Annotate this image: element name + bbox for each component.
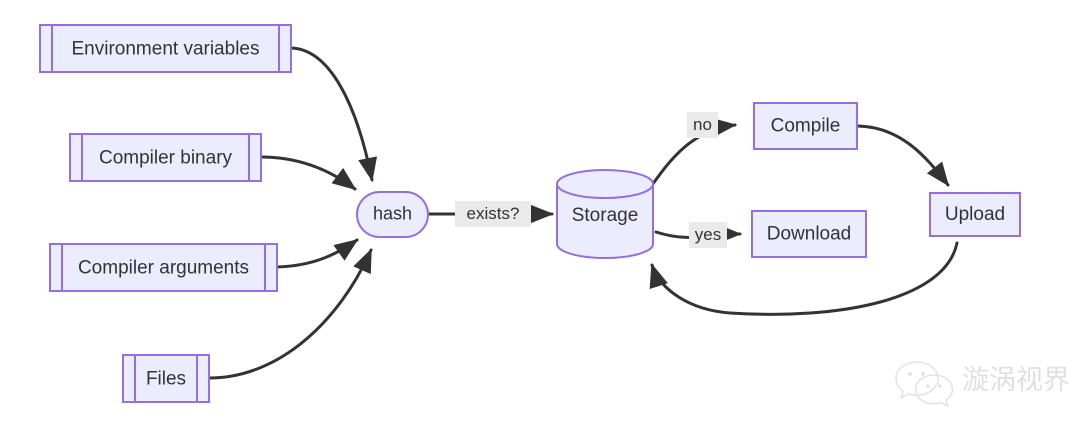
node-compiler-arguments[interactable]: Compiler arguments — [49, 243, 278, 292]
node-hash[interactable]: hash — [356, 191, 429, 238]
edge-args-to-hash — [275, 238, 359, 269]
wechat-icon — [895, 361, 954, 408]
edge-storage-to-compile — [648, 117, 737, 190]
node-environment-variables[interactable]: Environment variables — [39, 24, 292, 73]
node-upload[interactable]: Upload — [929, 192, 1021, 237]
edge-compile-to-upload — [856, 124, 950, 187]
edge-upload-to-storage — [649, 241, 959, 316]
watermark: 漩涡视界 — [895, 361, 1070, 408]
edge-env-to-hash — [289, 46, 378, 182]
edge-label-exists: exists? — [455, 201, 531, 227]
node-download[interactable]: Download — [751, 210, 867, 258]
watermark-label: 漩涡视界 — [962, 365, 1070, 395]
edge-binary-to-hash — [259, 155, 357, 191]
edge-files-to-hash — [207, 248, 373, 380]
node-storage[interactable]: Storage — [556, 169, 654, 259]
node-files[interactable]: Files — [122, 354, 210, 403]
edge-label-yes: yes — [689, 222, 727, 248]
edge-label-no: no — [687, 112, 718, 138]
node-compile[interactable]: Compile — [753, 102, 858, 150]
node-compiler-binary[interactable]: Compiler binary — [69, 133, 262, 182]
